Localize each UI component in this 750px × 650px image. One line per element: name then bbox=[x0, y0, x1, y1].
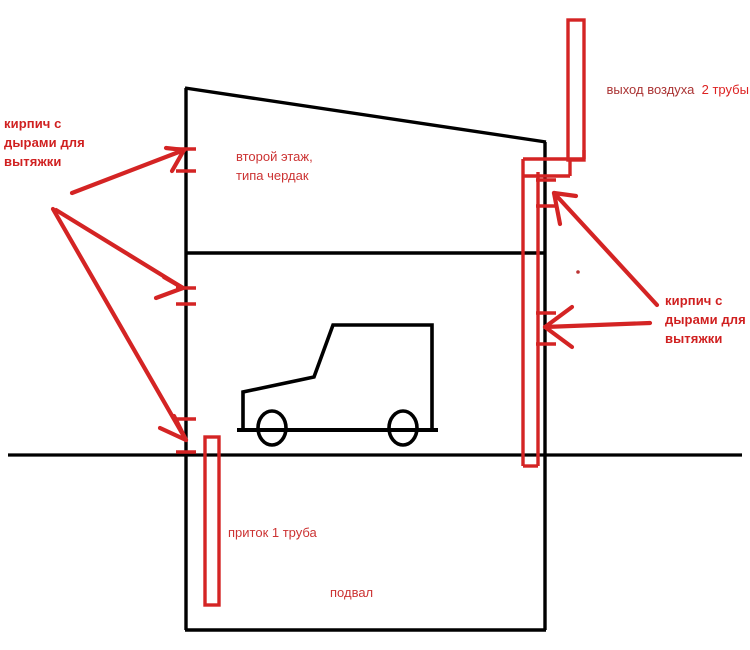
intake-vertical-pipe bbox=[203, 435, 221, 607]
label-left-vent: кирпич с дырами для вытяжки bbox=[4, 116, 85, 169]
label-second-floor: второй этаж, типа чердак bbox=[236, 149, 313, 183]
annotation-arrows bbox=[50, 145, 660, 443]
house-outline bbox=[184, 86, 547, 632]
label-air-outlet-count: 2 трубы bbox=[701, 81, 749, 97]
label-basement: подвал bbox=[330, 585, 374, 600]
label-air-outlet-text: выход воздуха bbox=[606, 81, 695, 97]
label-right-vent: кирпич с дырами для вытяжки bbox=[665, 293, 746, 346]
exhaust-chimney-pipe bbox=[566, 18, 586, 162]
label-intake: приток 1 труба bbox=[228, 525, 317, 540]
label-air-outlet: выход воздуха 2 трубы bbox=[592, 62, 749, 119]
exhaust-vertical-duct bbox=[521, 159, 540, 468]
exhaust-horizontal-duct bbox=[523, 150, 586, 178]
stray-dot bbox=[576, 270, 580, 274]
vent-brick-openings bbox=[176, 147, 556, 454]
car-silhouette bbox=[237, 323, 438, 447]
